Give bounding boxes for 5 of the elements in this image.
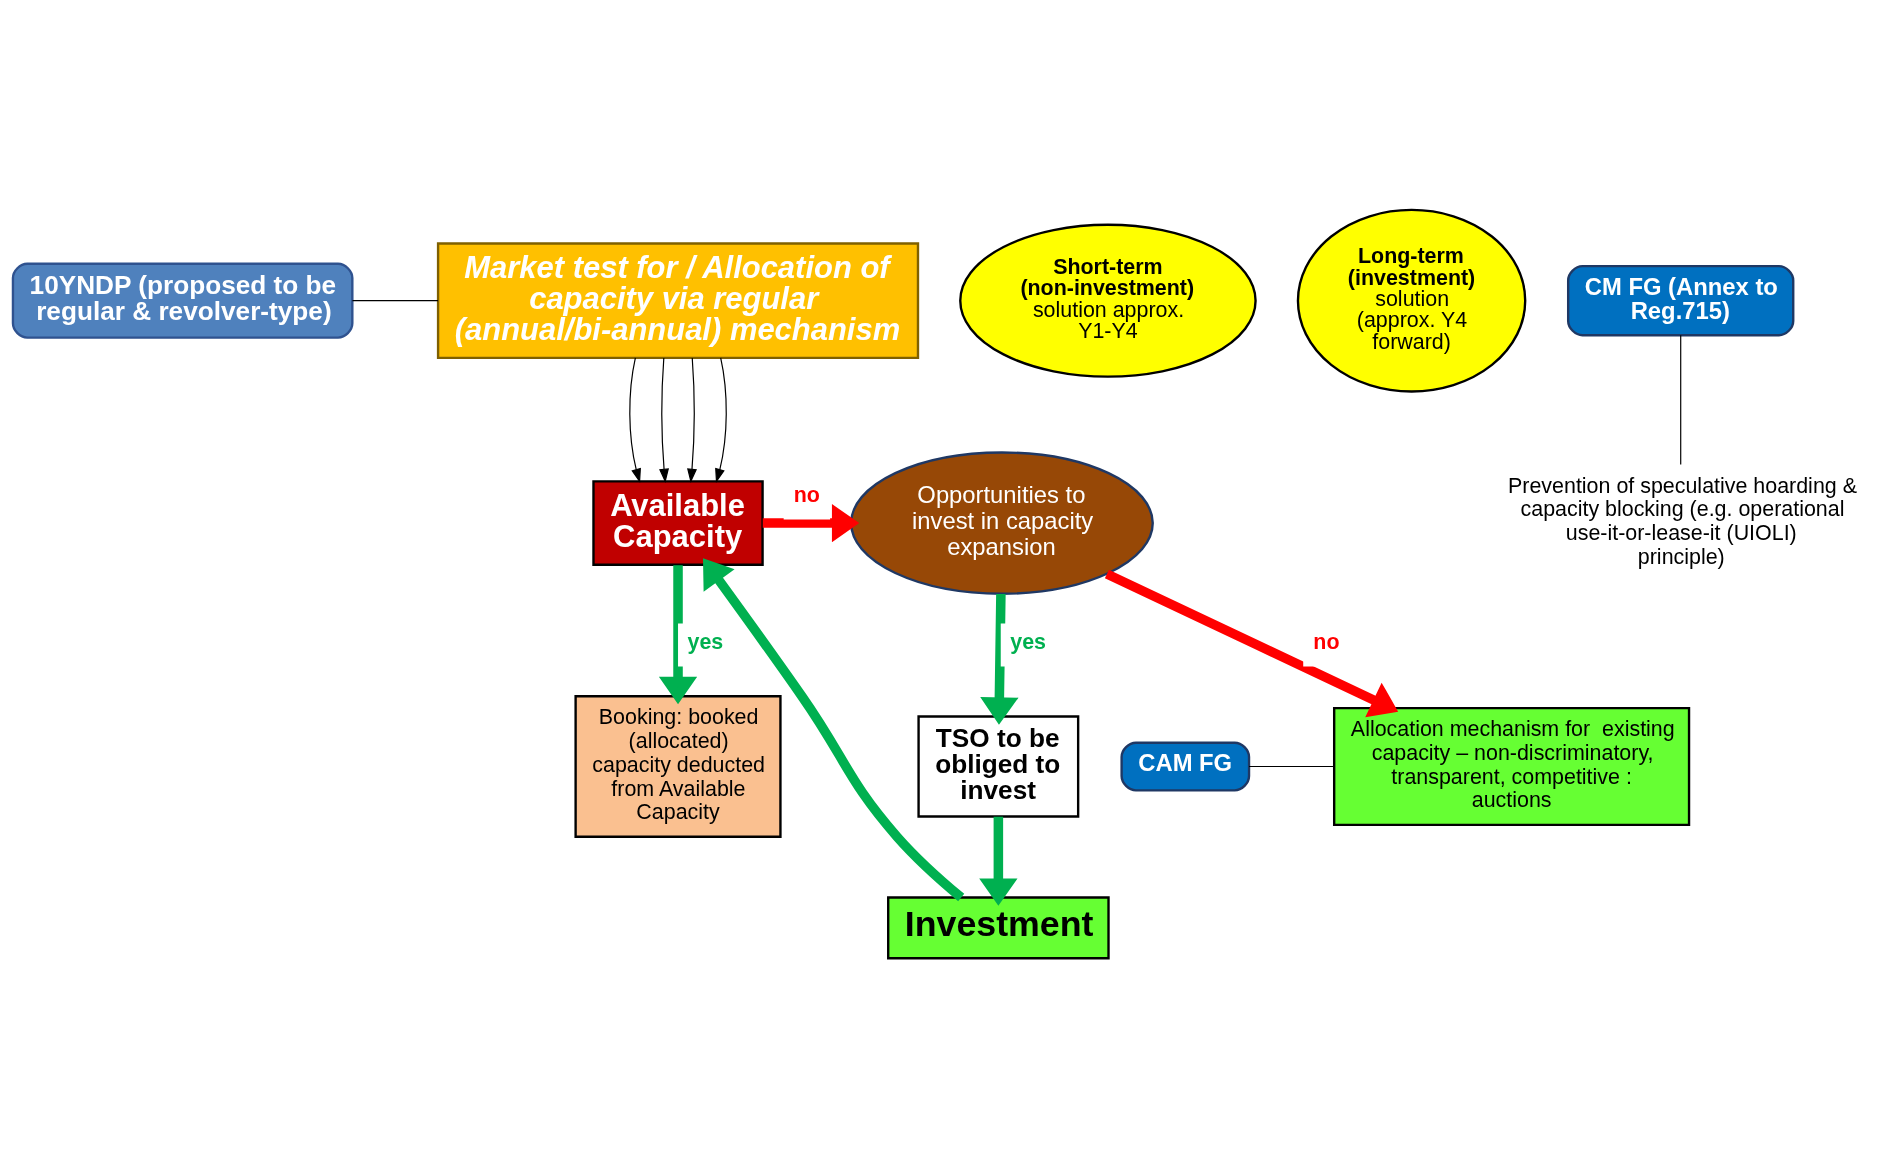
edge-label: yes bbox=[687, 630, 724, 655]
edge-label: yes bbox=[1010, 630, 1047, 655]
node-text: Prevention of speculative hoarding & capacity blocking (e.g. operational use-it-or-lease-it (UIOLI) principle) bbox=[1508, 473, 1857, 570]
edge-label: no bbox=[1313, 630, 1340, 655]
edge-label: no bbox=[793, 483, 820, 508]
